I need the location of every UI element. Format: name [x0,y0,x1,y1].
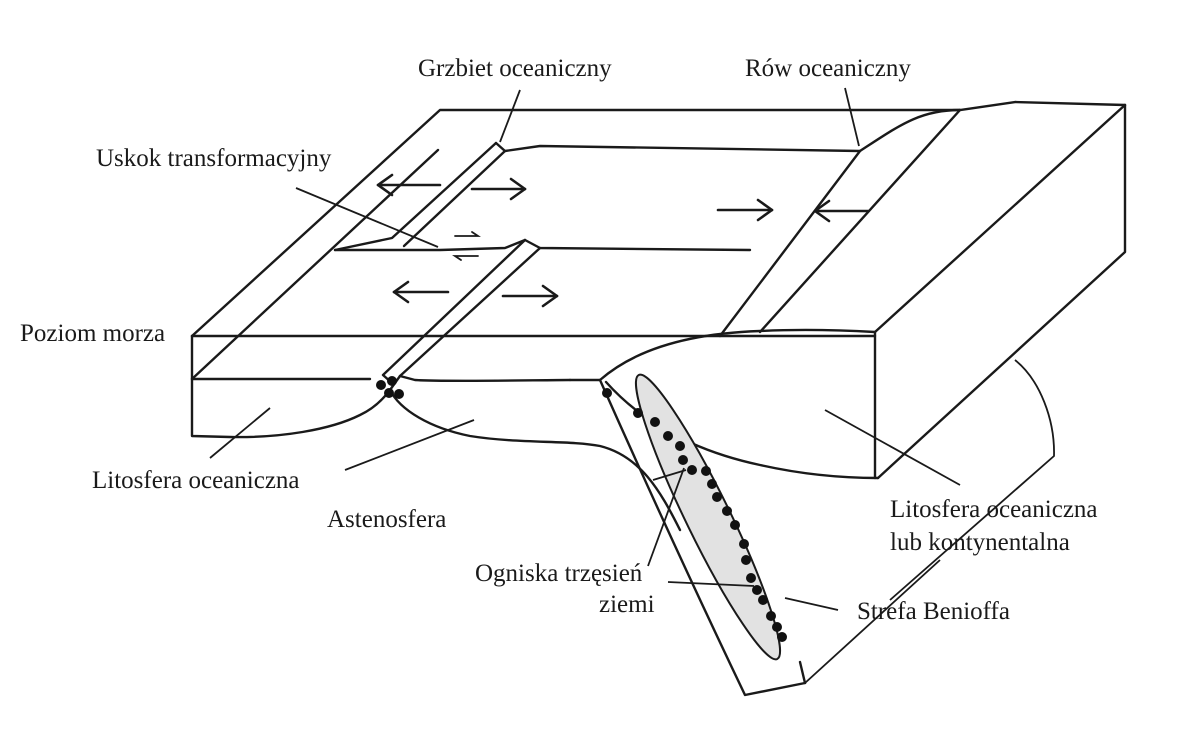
plate-front-face-left [190,334,392,439]
trench-line [718,149,862,338]
subducting-slab [598,373,807,697]
leader-trench [844,87,860,147]
leader-ridge [499,89,521,143]
overriding-right-edge [876,103,1127,480]
quake-dot [707,479,717,489]
leader-quake-foci-upper [647,467,685,567]
quake-dot [387,376,397,386]
overriding-top-front-edge [873,103,1127,334]
leader-lines [209,87,1055,684]
quake-dot [687,465,697,475]
quake-dot [758,595,768,605]
transform-fault-shear-arrows [452,231,481,261]
quake-dot [602,388,612,398]
overriding-ridge-line [758,108,962,334]
quake-dot [675,441,685,451]
quake-dot [663,431,673,441]
quake-dot [701,466,711,476]
ridge-earthquake-foci [376,376,404,399]
arrow-left-trench [813,199,870,223]
label-trench: Rów oceaniczny [745,55,911,82]
label-oceanic-lithosphere: Litosfera oceaniczna [92,467,300,494]
asthenosphere-boundary [388,374,682,532]
label-overriding-lithosphere-2: lub kontynentalna [890,529,1070,556]
plate-top-left-edge [190,108,962,338]
label-ridge: Grzbiet oceaniczny [418,55,612,82]
quake-dot [752,585,762,595]
leader-transform-fault [295,187,439,248]
quake-dot [777,632,787,642]
arrow-left-upper [376,173,442,197]
arrow-right-lower [501,284,559,308]
label-asthenosphere: Astenosfera [327,506,446,533]
ridge-crest-front-2 [398,246,572,383]
overriding-top-front [598,328,877,382]
leader-benioff [784,597,839,611]
leader-overriding-lower [804,559,941,684]
ridge-crest-back [333,141,498,252]
ridge-segment-join [523,238,752,252]
quake-dot [712,492,722,502]
quake-dot [772,622,782,632]
label-earthquake-foci-2: ziemi [599,591,655,618]
quake-dot [376,380,386,390]
transform-fault-trace [333,238,527,252]
leader-overriding-lithosphere [824,409,961,486]
label-benioff-zone: Strefa Benioffa [857,598,1010,625]
leader-benioff-tick [652,469,687,481]
label-overriding-lithosphere-1: Litosfera oceaniczna [890,496,1098,523]
quake-dot [739,539,749,549]
arrow-right-trench [716,198,774,222]
slab-tip [798,660,807,685]
quake-dot [394,389,404,399]
ridge-seafloor-back [494,141,862,153]
seafloor-left-edge [190,148,440,381]
label-transform-fault: Uskok transformacyjny [96,145,332,172]
quake-dot [766,611,776,621]
ridge-crest-back-2 [402,149,507,248]
mid-ocean-ridge [333,141,862,532]
labels: Grzbiet oceaniczny Rów oceaniczny Uskok … [20,55,1098,625]
ridge-crest-front [381,238,527,385]
oceanic-plate-block [190,108,962,439]
label-sea-level: Poziom morza [20,320,165,347]
quake-dot [746,573,756,583]
leader-quake-foci-lower [667,581,755,587]
quake-dot [730,520,740,530]
leader-overriding-bracket [889,359,1055,601]
quake-dot [741,555,751,565]
leader-asthenosphere [344,419,475,471]
quake-dot [633,408,643,418]
quake-dot [650,417,660,427]
quake-dot [678,455,688,465]
benioff-zone-ellipse [634,373,782,661]
arrow-left-lower [392,280,450,304]
quake-dot [384,388,394,398]
quake-dot [722,506,732,516]
benioff-earthquake-foci [602,388,787,642]
plate-motion-arrows [376,173,870,308]
arrow-right-upper [470,177,527,201]
leader-oceanic-lithosphere [209,407,271,459]
label-earthquake-foci-1: Ogniska trzęsień [475,560,643,587]
slab-lower-edge [598,378,807,697]
